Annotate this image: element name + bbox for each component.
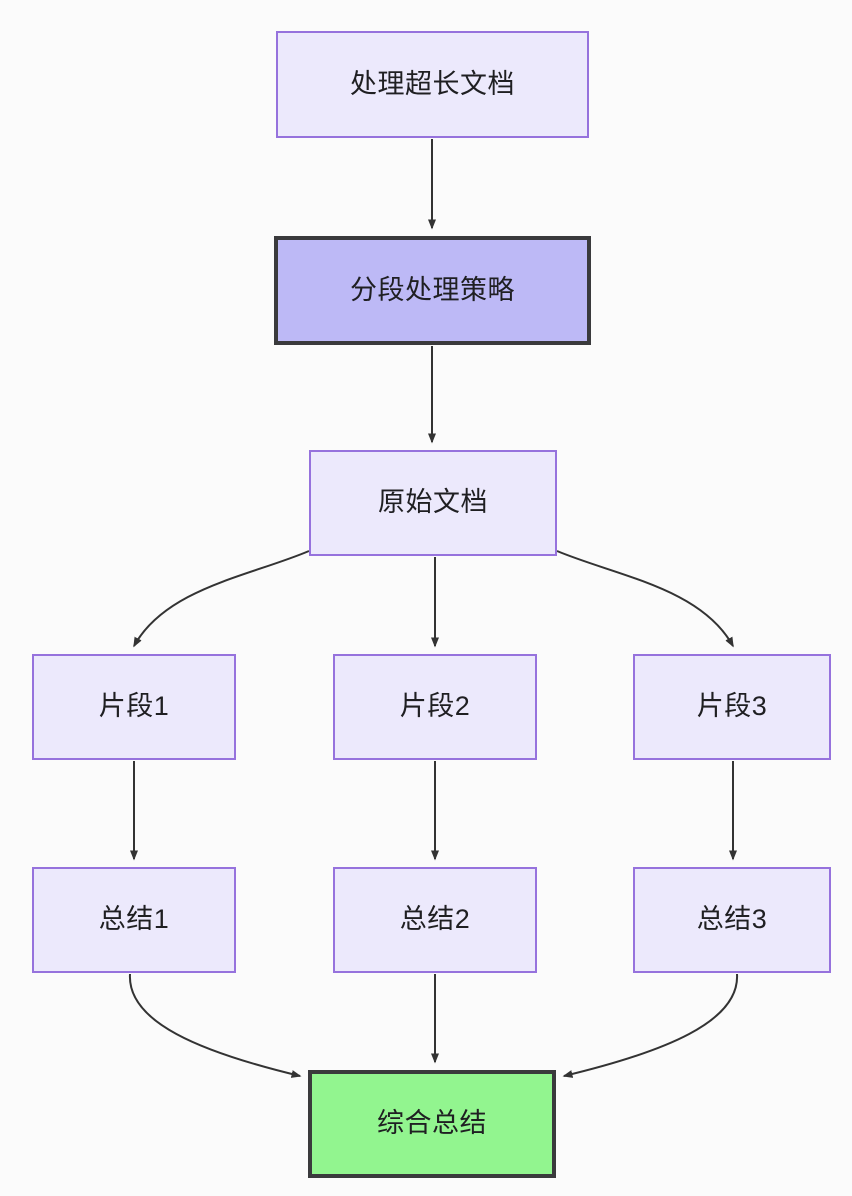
- node-summary-1[interactable]: 总结1: [32, 867, 236, 973]
- node-chunk-processing-strategy[interactable]: 分段处理策略: [274, 236, 591, 345]
- node-label: 处理超长文档: [350, 68, 515, 99]
- edge-summary-1-to-final-summary: [128, 973, 302, 1078]
- node-label: 原始文档: [378, 487, 488, 518]
- node-label: 片段1: [98, 691, 170, 722]
- node-label: 总结1: [98, 904, 170, 935]
- node-label: 综合总结: [377, 1108, 487, 1139]
- edge-summary-3-to-final-summary: [562, 973, 739, 1078]
- node-segment-3[interactable]: 片段3: [633, 654, 831, 760]
- node-label: 总结3: [696, 904, 768, 935]
- node-summary-2[interactable]: 总结2: [333, 867, 537, 973]
- node-summary-3[interactable]: 总结3: [633, 867, 831, 973]
- node-label: 片段2: [399, 691, 471, 722]
- node-label: 片段3: [696, 691, 768, 722]
- node-segment-2[interactable]: 片段2: [333, 654, 537, 760]
- node-source-document[interactable]: 原始文档: [309, 450, 557, 556]
- edge-source-doc-to-segment-3: [556, 550, 734, 648]
- node-label: 总结2: [399, 904, 471, 935]
- node-segment-1[interactable]: 片段1: [32, 654, 236, 760]
- node-label: 分段处理策略: [350, 274, 515, 305]
- node-process-long-document[interactable]: 处理超长文档: [276, 31, 589, 138]
- node-final-combined-summary[interactable]: 综合总结: [308, 1070, 556, 1178]
- edge-source-doc-to-segment-1: [133, 550, 310, 648]
